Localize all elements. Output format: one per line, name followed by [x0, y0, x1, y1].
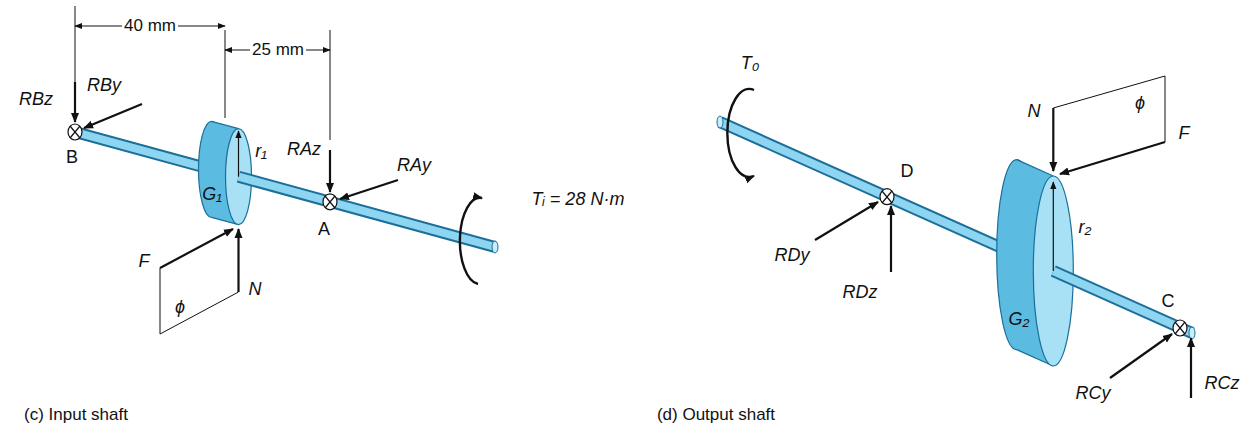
force-arrows	[727, 76, 1191, 398]
gear-edge	[212, 121, 239, 128]
force-arrow	[1052, 108, 1054, 171]
reaction-label: RBy	[87, 76, 121, 96]
figure-caption: (d) Output shaft	[657, 406, 775, 425]
shaft-body	[720, 122, 1017, 255]
bearing-symbol	[1173, 320, 1187, 336]
component-line	[1053, 76, 1165, 108]
gear-label: G₁	[202, 185, 222, 205]
force-arrow	[1110, 334, 1172, 378]
shaft-end	[717, 116, 723, 128]
force-arrow	[815, 202, 878, 240]
dimension-lines	[75, 6, 330, 140]
shaft-body	[239, 177, 496, 247]
radius-arrow	[238, 131, 239, 177]
input-shaft	[68, 121, 498, 253]
reaction-label: RCy	[1076, 384, 1111, 404]
force-arrow	[340, 180, 398, 199]
torque-label: Tᵢ = 28 N·m	[532, 190, 625, 210]
force-arrow	[1190, 338, 1192, 398]
shaft-body	[1053, 271, 1192, 333]
radius-label: r₁	[255, 142, 267, 162]
force-arrow	[890, 206, 892, 272]
force-label: F	[139, 252, 150, 272]
force-arrow	[1060, 142, 1165, 174]
dimension-text: 25 mm	[250, 41, 306, 60]
output-shaft	[717, 116, 1195, 366]
figure-caption: (c) Input shaft	[24, 406, 128, 425]
point-label: D	[901, 162, 914, 182]
force-label: N	[249, 280, 262, 300]
angle-label: ϕ	[175, 298, 185, 318]
torque-arrow	[727, 89, 754, 177]
extension-line	[225, 30, 226, 118]
force-label: F	[1179, 124, 1190, 144]
bearing-symbol	[323, 194, 337, 210]
dimension-text: 40 mm	[122, 17, 178, 36]
shaft-end	[1189, 327, 1195, 339]
gear-label: G₂	[1009, 310, 1030, 330]
bearing-symbol	[68, 124, 82, 140]
angle-label: ϕ	[1135, 94, 1145, 114]
torque-label: T₀	[741, 54, 760, 74]
point-label: B	[66, 148, 78, 168]
shaft-outline	[1053, 271, 1192, 333]
radius-label: r₂	[1079, 218, 1092, 238]
reaction-label: RDy	[775, 246, 810, 266]
force-arrows	[75, 82, 482, 334]
point-label: A	[318, 220, 330, 240]
force-arrow	[74, 82, 76, 122]
reaction-label: RDz	[843, 283, 878, 303]
force-arrow	[84, 104, 142, 128]
force-arrow	[160, 229, 233, 268]
component-line	[160, 292, 239, 334]
extension-line	[330, 30, 331, 140]
shaft-outline	[75, 132, 212, 169]
shaft-end	[492, 241, 498, 253]
component-line	[1165, 76, 1166, 142]
reaction-label: RAz	[287, 140, 321, 160]
torque-arrow	[460, 198, 482, 284]
gear-edge	[1017, 160, 1054, 176]
force-arrow	[329, 150, 331, 192]
reaction-label: RAy	[397, 156, 431, 176]
reaction-label: RCz	[1205, 374, 1240, 394]
force-label: N	[1028, 102, 1041, 122]
shaft-body	[75, 132, 212, 169]
force-arrow	[237, 229, 239, 292]
reaction-label: RBz	[19, 90, 53, 110]
shaft-outline	[239, 177, 496, 247]
shaft-outline	[720, 122, 1017, 255]
point-label: C	[1162, 292, 1175, 312]
radius-arrow	[1053, 182, 1054, 271]
bearing-symbol	[880, 189, 894, 205]
component-line	[160, 268, 161, 334]
